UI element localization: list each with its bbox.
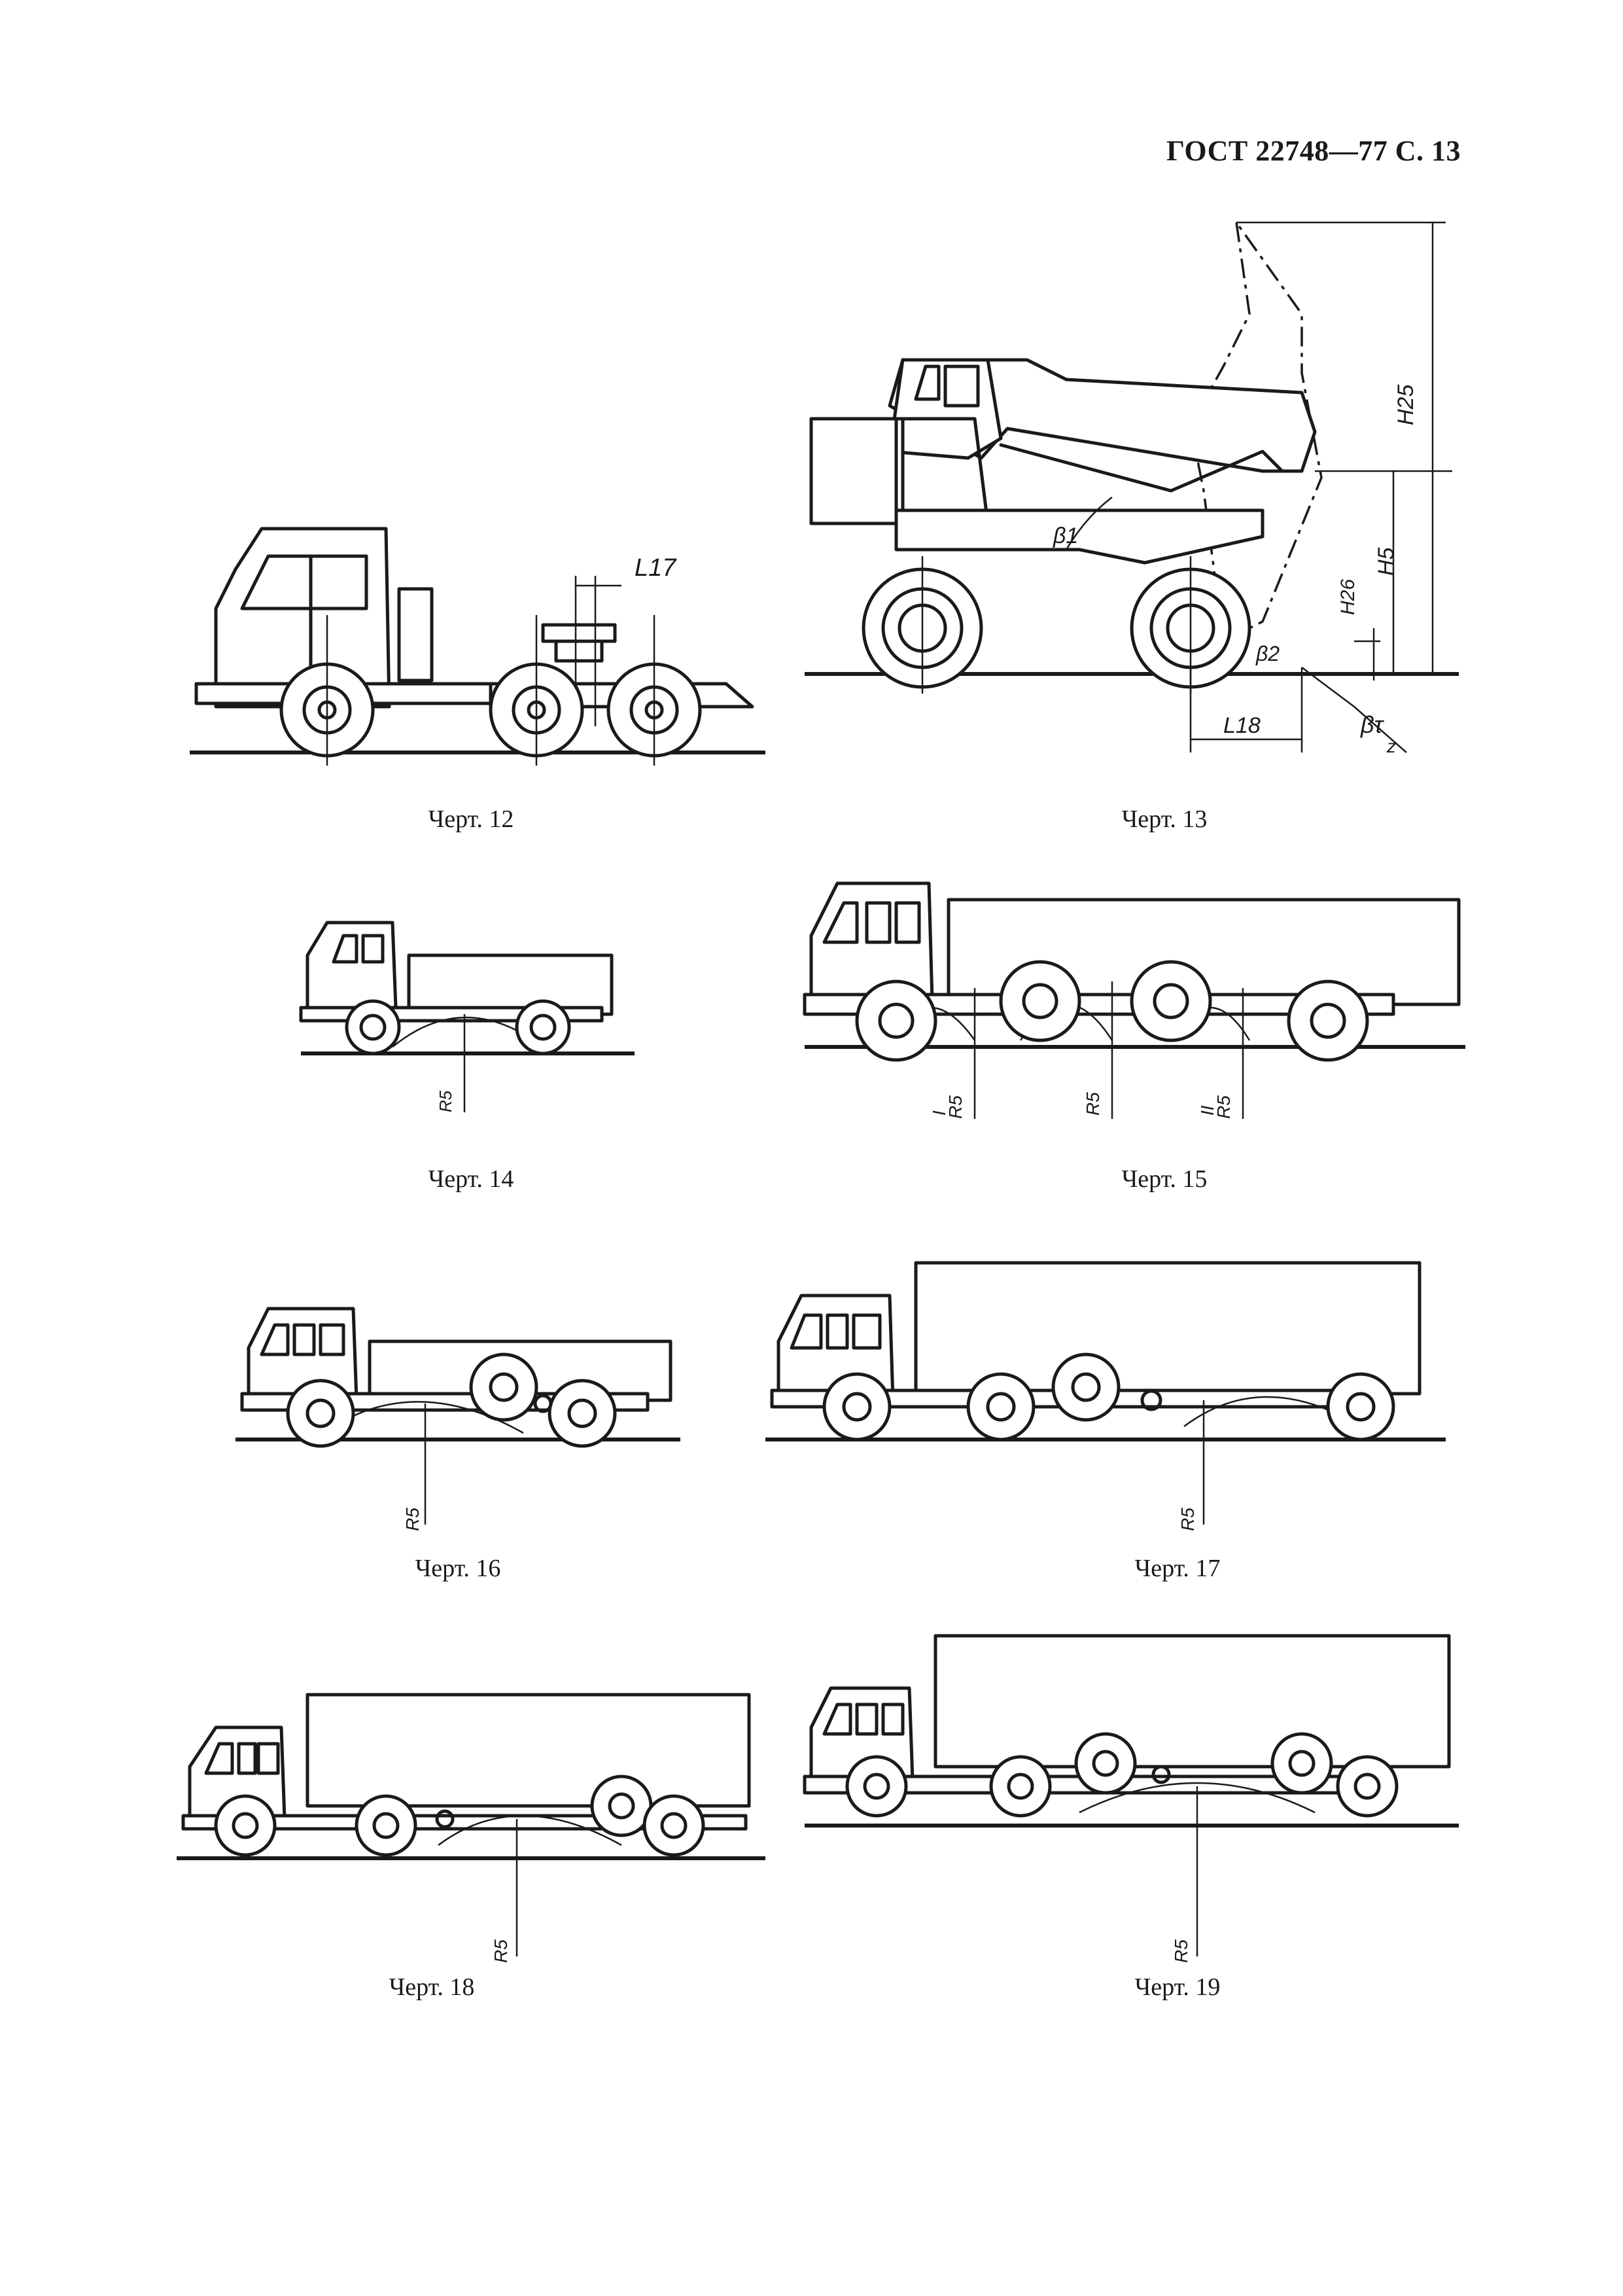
figure-19-drawing: R5 xyxy=(803,1623,1472,1976)
dim-II: II xyxy=(1197,1105,1217,1116)
dim-H25: H25 xyxy=(1393,385,1418,425)
figure-18-caption: Черт. 18 xyxy=(389,1973,475,2001)
figure-12-caption: Черт. 12 xyxy=(428,805,514,833)
figure-12-drawing: L17 xyxy=(190,510,778,772)
dim-R5-II: R5 xyxy=(1213,1095,1234,1119)
figure-17-drawing: R5 xyxy=(765,1250,1459,1538)
figure-17-caption: Черт. 17 xyxy=(1134,1555,1221,1582)
figure-18-drawing: R5 xyxy=(177,1688,778,1976)
dim-R5: R5 xyxy=(1178,1508,1198,1531)
dim-R5: R5 xyxy=(1083,1092,1103,1116)
dim-beta1: β1 xyxy=(1053,523,1078,548)
dim-I: I xyxy=(929,1110,949,1116)
wheel-1 xyxy=(855,980,937,1062)
dim-R5-I: R5 xyxy=(945,1095,966,1119)
dim-L17: L17 xyxy=(635,554,677,582)
figure-14-drawing: R5 xyxy=(299,916,641,1132)
dim-H26: H26 xyxy=(1337,579,1359,615)
figure-16-caption: Черт. 16 xyxy=(415,1555,501,1582)
wheel-4 xyxy=(1287,980,1369,1062)
dim-R5: R5 xyxy=(491,1939,511,1963)
dim-beta2: β2 xyxy=(1255,642,1280,665)
figure-19-caption: Черт. 19 xyxy=(1134,1973,1221,2001)
figure-15-drawing: I R5 R5 II R5 xyxy=(803,870,1472,1132)
figure-14-caption: Черт. 14 xyxy=(428,1165,514,1193)
dim-R5: R5 xyxy=(402,1508,423,1531)
page-header: ГОСТ 22748—77 С. 13 xyxy=(1166,135,1461,167)
dim-R5: R5 xyxy=(436,1090,455,1112)
wheel-2 xyxy=(999,960,1081,1042)
figure-13-drawing: H25 H5 H26 β1 β2 L18 βτ z xyxy=(805,209,1511,772)
dim-H5: H5 xyxy=(1374,547,1399,576)
figure-13-caption: Черт. 13 xyxy=(1121,805,1208,833)
dim-R5: R5 xyxy=(1171,1939,1191,1963)
figure-15-caption: Черт. 15 xyxy=(1121,1165,1208,1193)
wheel-3 xyxy=(1130,960,1212,1042)
dim-L18: L18 xyxy=(1223,713,1261,738)
figure-16-drawing: R5 xyxy=(236,1289,693,1538)
